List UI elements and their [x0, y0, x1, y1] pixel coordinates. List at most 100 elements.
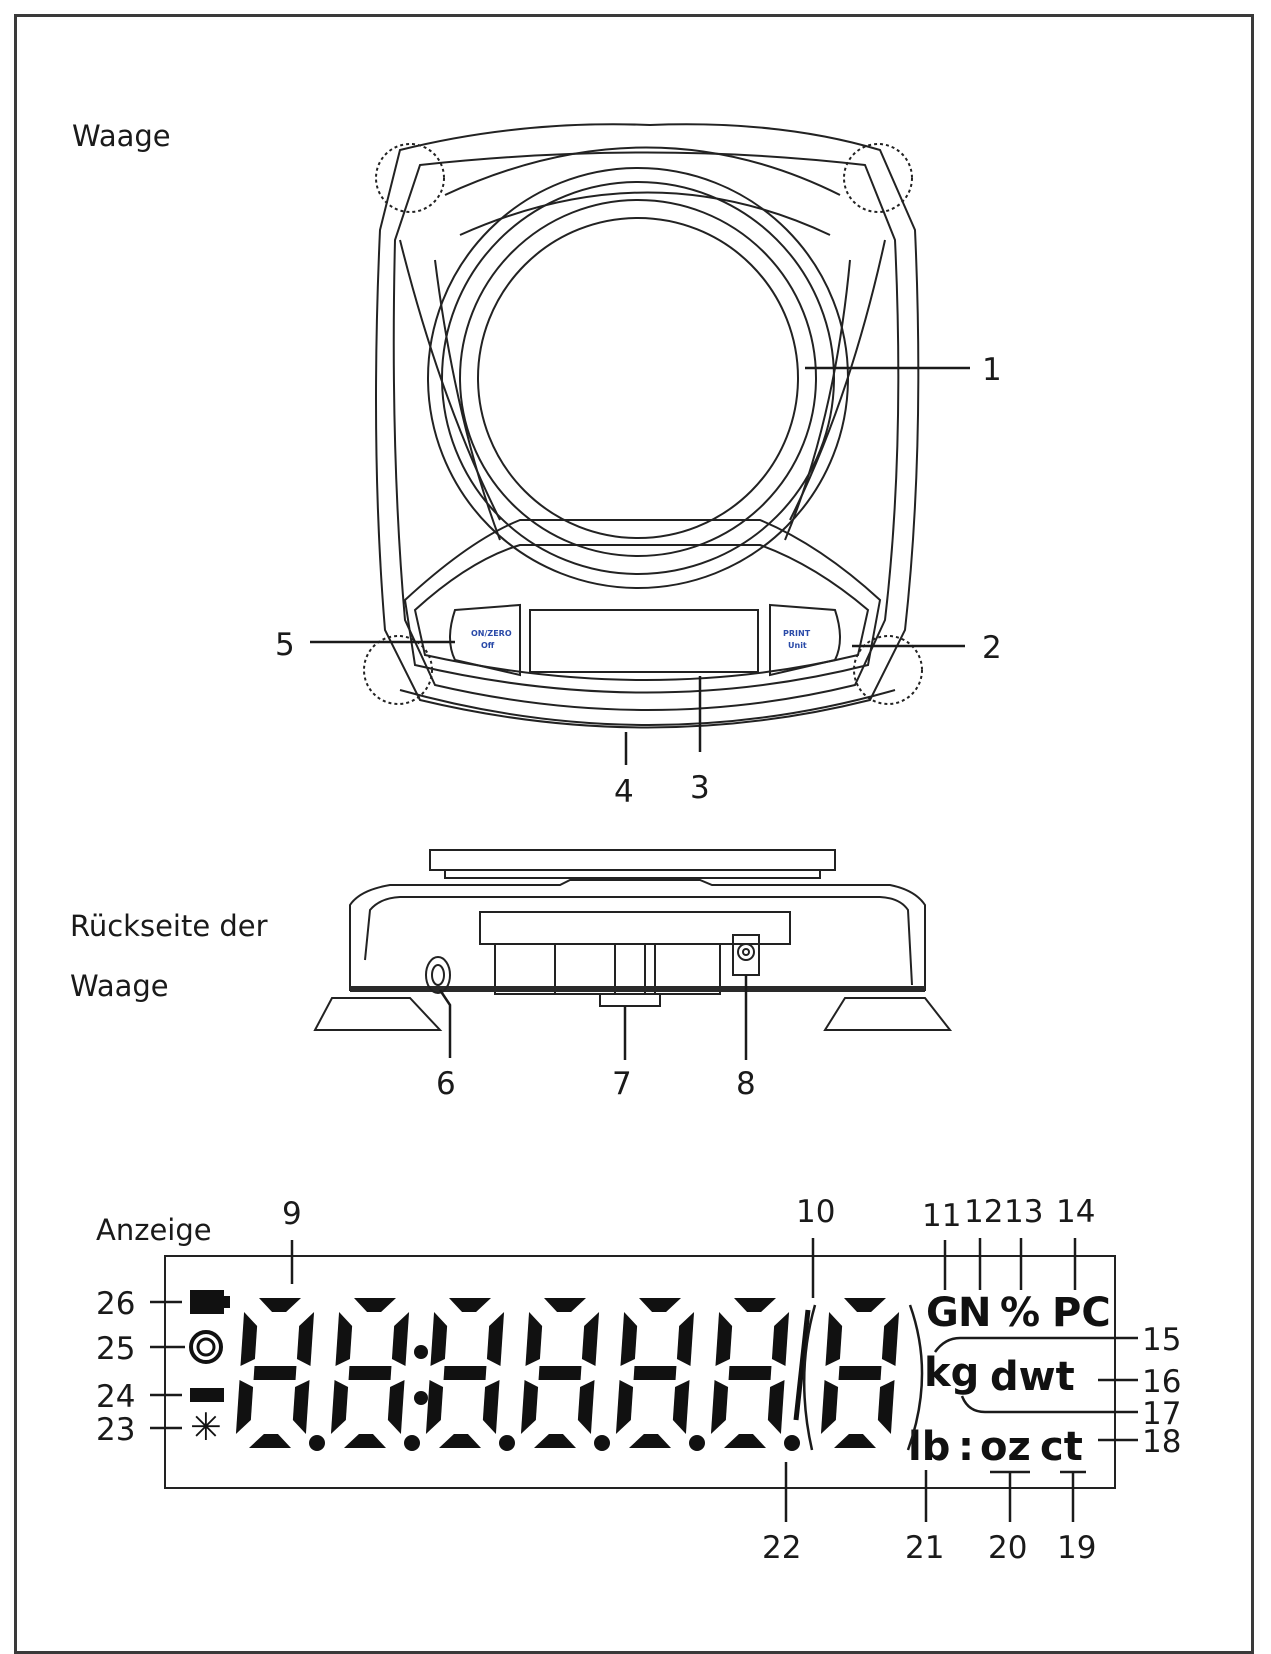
digit-5-segment-f [620, 1312, 638, 1366]
digit-2-segment-a [354, 1298, 396, 1312]
digit-4-segment-d [534, 1434, 576, 1448]
digit-6-segment-g [728, 1366, 772, 1380]
foot-bottom-right [853, 635, 923, 705]
stability-circle-icon [189, 1330, 223, 1364]
callout-25: 25 [96, 1331, 135, 1367]
last-digit-bracket-left [802, 1304, 817, 1451]
callout-13: 13 [1004, 1194, 1043, 1230]
digit-5-segment-b [676, 1312, 695, 1366]
callout-12: 12 [964, 1194, 1003, 1230]
battery-icon [190, 1290, 224, 1314]
button-print-unit-line2: Unit [788, 641, 807, 650]
digit-1-segment-e [235, 1380, 254, 1434]
digit-5-segment-e [615, 1380, 634, 1434]
digit-2-segment-d [344, 1434, 386, 1448]
decimal-point-3 [499, 1435, 515, 1451]
digit-5-segment-g [633, 1366, 677, 1380]
digit-3-segment-g [443, 1366, 487, 1380]
decimal-point-5 [689, 1435, 705, 1451]
callout-19: 19 [1057, 1530, 1096, 1566]
digit-6-segment-b [771, 1312, 790, 1366]
unit-n: N [958, 1290, 991, 1336]
digit-7-segment-e [820, 1380, 839, 1434]
digit-7-segment-f [825, 1312, 843, 1366]
unit-kg: kg [924, 1350, 979, 1396]
digit-7-segment-d [834, 1434, 876, 1448]
callout-23: 23 [96, 1412, 135, 1448]
digit-6-segment-f [715, 1312, 733, 1366]
callout-17: 17 [1142, 1396, 1181, 1432]
digit-4-segment-b [581, 1312, 600, 1366]
unit-ct: ct [1040, 1424, 1083, 1470]
digit-1-segment-c [292, 1380, 310, 1434]
digit-6-segment-d [724, 1434, 766, 1448]
callout-6: 6 [436, 1066, 456, 1102]
section-label-back-line2: Waage [70, 969, 169, 1003]
unit-pc: PC [1052, 1290, 1111, 1336]
callout-8: 8 [736, 1066, 756, 1102]
digit-3-segment-c [482, 1380, 500, 1434]
section-label-back-line1: Rückseite der [70, 909, 268, 943]
seven-segment-digits [235, 1298, 900, 1451]
leader-15 [933, 1336, 1138, 1353]
callout-5: 5 [275, 627, 295, 663]
callout-15: 15 [1142, 1322, 1181, 1358]
colon-dot-1 [414, 1345, 428, 1359]
colon-dot-2 [414, 1391, 428, 1405]
digit-4-segment-e [520, 1380, 539, 1434]
decimal-point-4 [594, 1435, 610, 1451]
digit-1-segment-f [240, 1312, 258, 1366]
callout-16: 16 [1142, 1364, 1181, 1400]
lcd-display [164, 1255, 1116, 1489]
battery-tip-icon [224, 1296, 230, 1308]
stability-circle-inner-icon [196, 1337, 216, 1357]
callout-11: 11 [922, 1198, 961, 1234]
unit-dwt: dwt [990, 1354, 1075, 1400]
digit-3-segment-d [439, 1434, 481, 1448]
foot-top-right [843, 143, 913, 213]
callout-24: 24 [96, 1379, 135, 1415]
last-digit-bracket-right [906, 1304, 924, 1451]
digit-6-segment-e [710, 1380, 729, 1434]
digit-6-segment-a [734, 1298, 776, 1312]
digit-3-segment-e [425, 1380, 444, 1434]
digit-4-segment-g [538, 1366, 582, 1380]
callout-10: 10 [796, 1194, 835, 1230]
button-print-unit-line1: PRINT [783, 629, 811, 638]
minus-segment-indicator [793, 1309, 811, 1421]
digit-4-segment-a [544, 1298, 586, 1312]
digit-6-segment-c [767, 1380, 785, 1434]
scale-top-illustration: ON/ZERO Off PRINT Unit [363, 123, 923, 729]
digit-7-segment-c [877, 1380, 895, 1434]
digit-2-segment-f [335, 1312, 353, 1366]
decimal-point-6 [784, 1435, 800, 1451]
digit-1-segment-d [249, 1434, 291, 1448]
digit-3-segment-b [486, 1312, 505, 1366]
digit-7-segment-a [844, 1298, 886, 1312]
callout-20: 20 [988, 1530, 1027, 1566]
digit-2-segment-b [391, 1312, 410, 1366]
foot-bottom-left [363, 635, 433, 705]
digit-7-segment-g [838, 1366, 882, 1380]
digit-5-segment-a [639, 1298, 681, 1312]
digit-1-segment-b [296, 1312, 315, 1366]
digit-2-segment-c [387, 1380, 405, 1434]
callout-14: 14 [1056, 1194, 1095, 1230]
callout-4: 4 [614, 774, 634, 810]
callout-18: 18 [1142, 1424, 1181, 1460]
callout-7: 7 [612, 1066, 632, 1102]
digit-2-segment-e [330, 1380, 349, 1434]
leader-17 [960, 1395, 1138, 1414]
foot-top-left [375, 143, 445, 213]
button-on-zero-off-line2: Off [481, 641, 495, 650]
callout-21: 21 [905, 1530, 944, 1566]
callout-22: 22 [762, 1530, 801, 1566]
section-label-display: Anzeige [96, 1213, 212, 1247]
digit-7-segment-b [881, 1312, 900, 1366]
section-label-scale: Waage [72, 119, 171, 153]
decimal-point-2 [404, 1435, 420, 1451]
button-on-zero-off-line1: ON/ZERO [471, 629, 512, 638]
callout-1: 1 [982, 352, 1002, 388]
digit-3-segment-f [430, 1312, 448, 1366]
